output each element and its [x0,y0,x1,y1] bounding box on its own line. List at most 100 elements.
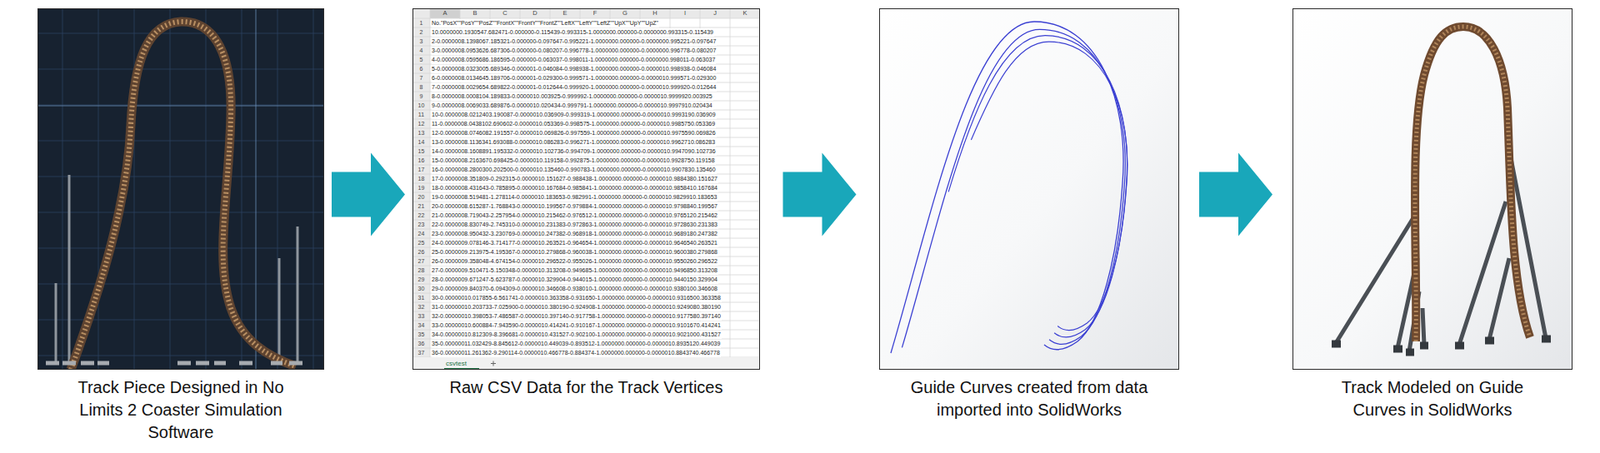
guide-curve [890,21,1124,354]
spreadsheet-cell: 27-0.0000009.510471-5.150348-0.0000010.3… [431,266,719,275]
workflow-step: Track Modeled on Guide Curves in SolidWo… [1292,8,1573,422]
row-number: 26 [412,247,430,257]
row-number: 21 [412,201,430,211]
spreadsheet-cell: 17-0.0000008.351809-0.292315-0.0000010.1… [431,175,719,184]
cad-model-view [1292,8,1573,370]
step-image-frame [37,8,325,370]
row-number: 2 [412,27,430,37]
guide-curve-view [879,8,1180,370]
sheet-tab-bar [412,357,760,370]
spreadsheet-cell: 19-0.0000008.519481-1.278114-0.0000010.1… [431,193,718,202]
row-number: 33 [412,311,430,321]
row-number: 12 [412,119,430,129]
step-caption: Raw CSV Data for the Track Vertices [412,376,760,400]
step-caption: Guide Curves created from data imported … [910,376,1149,422]
column-header-band [412,8,760,19]
guide-curve [901,29,1125,348]
row-number: 11 [412,110,430,120]
row-number: 17 [412,165,430,175]
spreadsheet-text: ABCDEFGHIJK12345678910111213141516171819… [412,8,760,370]
row-number: 34 [412,320,430,330]
spreadsheet-cell: 6-0.0000008.0134645.189706-0.000001-0.02… [431,74,717,83]
row-number: 5 [412,55,430,65]
row-number: 29 [412,275,430,285]
grid-lines [37,8,325,370]
sheet-background [412,8,760,370]
row-number: 32 [412,302,430,312]
row-number: 23 [412,220,430,230]
spreadsheet [412,8,760,370]
footer-pads [45,361,303,366]
row-number: 22 [412,210,430,220]
row-number: 18 [412,174,430,184]
column-letter: H [640,8,670,19]
spreadsheet-cell: 31-0.00000010.203733-7.025900-0.0000010.… [431,303,722,312]
step-caption: Track Modeled on Guide Curves in SolidWo… [1324,376,1541,422]
spreadsheet-cell: 29-0.0000009.840370-6.094309-0.0000010.3… [431,285,719,294]
row-number: 4 [412,45,430,55]
spreadsheet-cell: 30-0.00000010.017855-6.561741-0.0000010.… [431,294,722,303]
row-number: 3 [412,36,430,46]
step-caption: Track Piece Designed in No Limits 2 Coas… [55,376,306,445]
spreadsheet-cell: 32-0.00000010.398053-7.486587-0.0000010.… [431,312,722,321]
row-number: 10 [412,100,430,110]
column-letter: K [730,8,760,19]
support-columns [55,175,298,365]
spreadsheet-cell: 10.0000000.1930547.682471-0.000000-0.115… [431,28,715,37]
selected-column-header [430,8,460,19]
row-number: 37 [412,348,430,358]
row-number: 15 [412,146,430,156]
row-number: 6 [412,64,430,74]
spreadsheet-cell: 4-0.0000008.0595686.186595-0.000000-0.06… [431,55,716,65]
grid-axes [37,8,325,370]
spreadsheet-cell: 10-0.0000008.0212403.190087-0.0000010.03… [431,110,717,120]
row-number: 27 [412,256,430,266]
spreadsheet-cell: 35-0.00000011.032429-8.845612-0.0000010.… [431,340,721,349]
row-header-band [412,18,430,358]
workflow-step: Track Piece Designed in No Limits 2 Coas… [37,8,325,445]
row-number: 9 [412,91,430,101]
column-letter: G [610,8,640,19]
row-number: 7 [412,73,430,83]
step-image-frame [1292,8,1573,370]
cad-background [1292,8,1573,370]
column-letter: I [670,8,700,19]
flow-arrow [783,153,857,237]
spreadsheet-cell: 22-0.0000008.830749-2.745310-0.0000010.2… [431,220,719,230]
track-ties [1415,26,1530,342]
step-image-frame [879,8,1180,370]
spreadsheet-cell: 28-0.0000009.671247-5.623787-0.0000010.3… [431,275,719,285]
spreadsheet-cell: 14-0.0000008.1608891.195332-0.0000010.10… [431,147,717,156]
track-ties [70,21,296,370]
row-number: 19 [412,183,430,193]
column-letter: J [700,8,730,19]
flow-arrow [1199,153,1273,237]
spreadsheet-cell: 13-0.0000008.1136341.693088-0.0000010.08… [431,138,716,147]
footer-pads [1331,339,1551,353]
spreadsheet-cell: 25-0.0000009.213975-4.195367-0.0000010.2… [431,248,719,257]
column-letter: A [430,8,460,19]
row-number: 1 [412,18,430,28]
row-number: 28 [412,265,430,275]
column-letter: D [520,8,550,19]
spreadsheet-cell: 36-0.00000011.261362-9.290114-0.0000010.… [431,349,721,358]
sheet-tab: csvtest [445,359,468,369]
row-number: 24 [412,229,430,239]
workflow-step: Guide Curves created from data imported … [879,8,1180,422]
row-number: 20 [412,192,430,202]
row-number: 30 [412,284,430,294]
spreadsheet-cell: 34-0.00000010.812309-8.396681-0.0000010.… [431,330,722,340]
spreadsheet-cell: 26-0.0000009.358048-4.674154-0.0000010.2… [431,257,719,266]
spreadsheet-cell: 12-0.0000008.0746082.191557-0.0000010.06… [431,129,717,138]
spreadsheet-cell: 24-0.0000009.078146-3.714177-0.0000010.2… [431,239,719,248]
spreadsheet-cell: 5-0.0000008.0323005.689346-0.000001-0.04… [431,65,717,74]
spreadsheet-cell: No."PosX""PosY""PosZ""FrontX""FrontY""Fr… [431,19,660,28]
spreadsheet-cell: 3-0.0000008.0953626.687306-0.000000-0.08… [431,46,717,55]
spreadsheet-cell: 21-0.0000008.719043-2.257954-0.0000010.2… [431,211,719,220]
spreadsheet-cell: 18-0.0000008.431643-0.785895-0.0000010.1… [431,184,719,193]
row-number: 25 [412,238,430,248]
column-letter: B [460,8,490,19]
spreadsheet-cell: 7-0.0000008.0029654.689822-0.000001-0.01… [431,83,717,92]
spreadsheet-cell: 8-0.0000008.0008104.189833-0.0000010.003… [431,92,714,101]
